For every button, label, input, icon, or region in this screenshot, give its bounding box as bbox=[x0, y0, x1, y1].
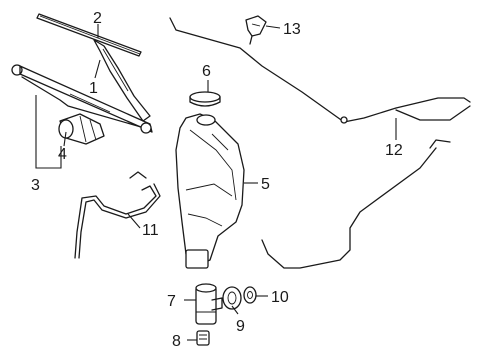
filler-hose bbox=[74, 171, 161, 259]
pump-grommet bbox=[222, 286, 242, 310]
callout-7: 7 bbox=[167, 293, 176, 310]
callout-13: 13 bbox=[283, 21, 301, 38]
callout-4: 4 bbox=[58, 146, 67, 163]
washer-pump bbox=[195, 283, 223, 325]
washer-reservoir bbox=[175, 113, 245, 269]
wiper-blade bbox=[36, 13, 142, 57]
callout-2: 2 bbox=[93, 10, 102, 27]
callout-12: 12 bbox=[385, 142, 403, 159]
callout-labels: 1 2 3 4 5 6 7 8 9 10 11 12 13 bbox=[31, 10, 403, 350]
wiper-arm bbox=[93, 39, 151, 122]
reservoir-cap bbox=[189, 91, 221, 107]
callout-5: 5 bbox=[261, 176, 270, 193]
washer-hose bbox=[169, 17, 471, 269]
wiper-linkage bbox=[11, 64, 153, 134]
callout-1: 1 bbox=[89, 80, 98, 97]
leader-lines bbox=[35, 24, 397, 341]
callout-8: 8 bbox=[172, 333, 181, 350]
callout-6: 6 bbox=[202, 63, 211, 80]
callout-11: 11 bbox=[142, 222, 159, 239]
grommet bbox=[243, 286, 257, 304]
callout-10: 10 bbox=[271, 289, 289, 306]
pump-fitting bbox=[196, 330, 210, 346]
wiper-motor bbox=[58, 113, 105, 145]
washer-nozzle bbox=[245, 15, 267, 45]
callout-9: 9 bbox=[236, 318, 245, 335]
callout-3: 3 bbox=[31, 177, 40, 194]
